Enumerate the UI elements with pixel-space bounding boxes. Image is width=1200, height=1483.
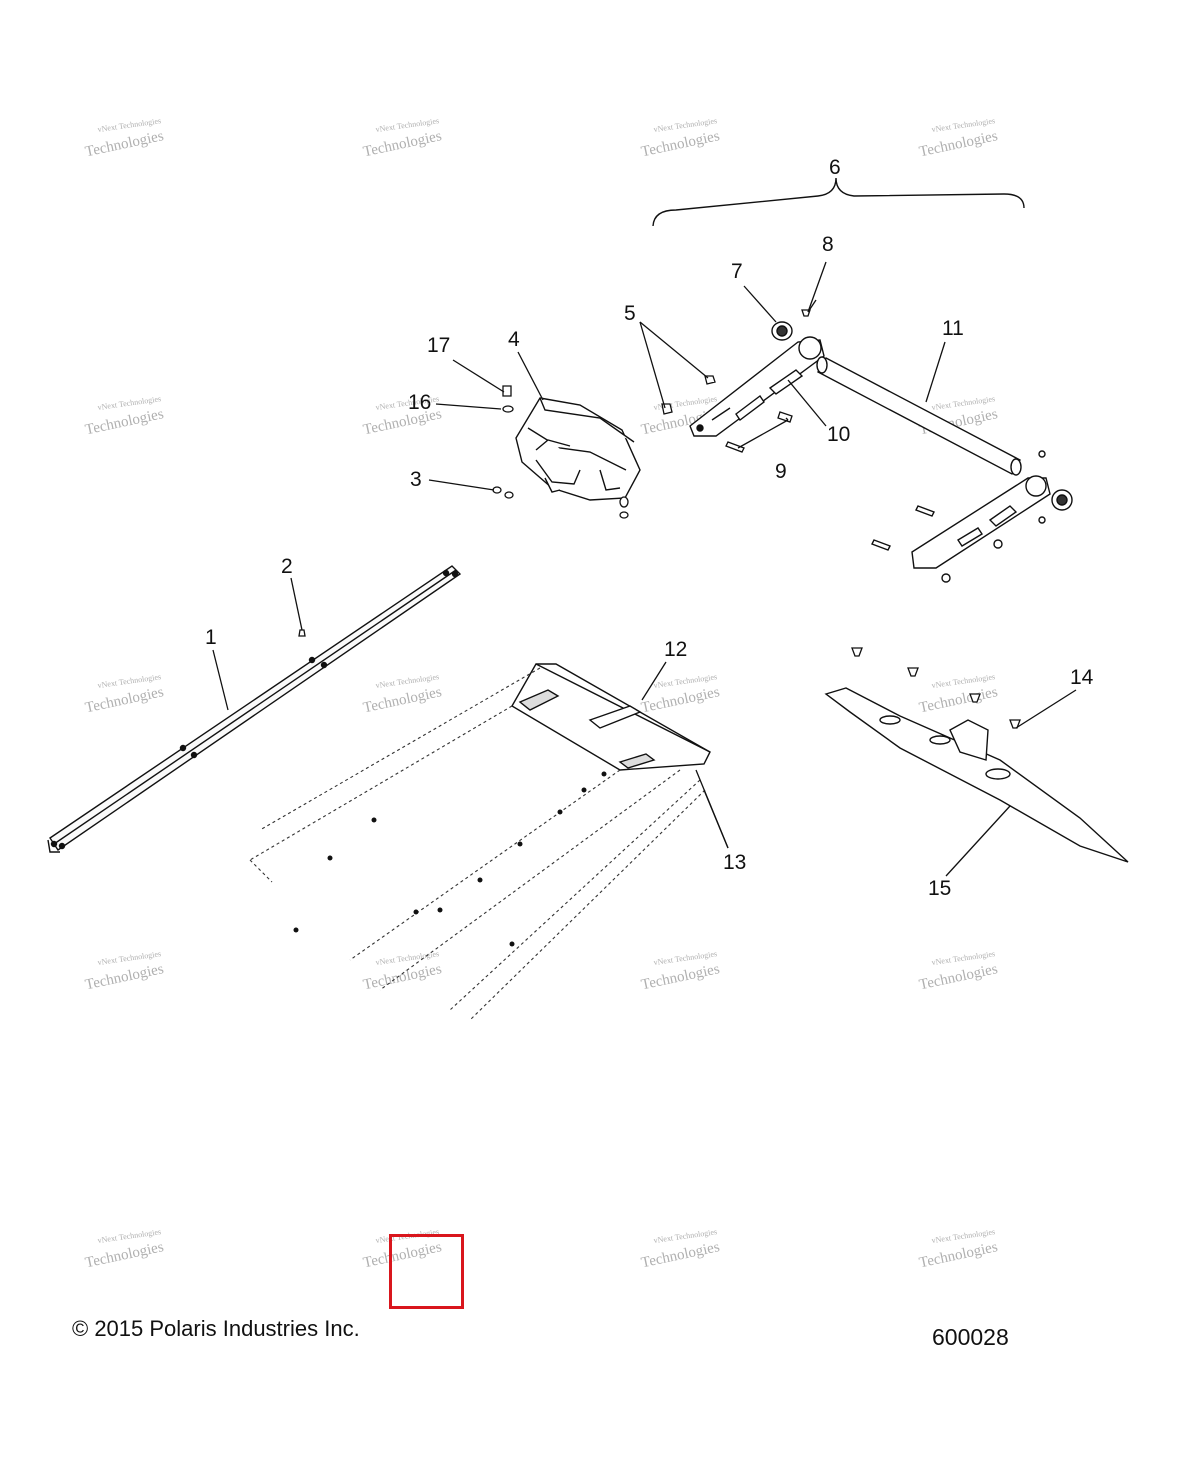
- watermark-text: Technologies: [84, 1239, 166, 1271]
- part-4-cover: [515, 397, 641, 501]
- figure-number: 600028: [932, 1324, 1009, 1350]
- watermark-text: Technologies: [918, 128, 1000, 160]
- watermark-text: Technologies: [84, 406, 166, 438]
- watermark-text: Technologies: [362, 128, 444, 160]
- callout-11: 11: [942, 317, 964, 340]
- callout-2: 2: [281, 555, 293, 578]
- part-7-bushing: [771, 321, 793, 341]
- watermark-text: Technologies: [640, 128, 722, 160]
- callout-10: 10: [827, 423, 850, 446]
- watermark-text: Technologies: [84, 961, 166, 993]
- callout-15: 15: [928, 877, 951, 900]
- watermark-text: Technologies: [362, 684, 444, 716]
- watermark-text: Technologies: [918, 1239, 1000, 1271]
- callout-8: 8: [822, 233, 834, 256]
- watermark-text: Technologies: [640, 684, 722, 716]
- copyright-text: © 2015 Polaris Industries Inc.: [72, 1316, 360, 1341]
- selection-box[interactable]: [389, 1234, 464, 1309]
- part-12-tunnel: [249, 667, 706, 1021]
- callout-5: 5: [624, 302, 636, 325]
- watermark-text: Technologies: [640, 1239, 722, 1271]
- part-10-arm: [689, 336, 825, 437]
- part-11-shaft: [816, 356, 1022, 476]
- leader-lines: [212, 261, 1077, 877]
- part-12-bracket: [511, 663, 711, 771]
- watermark-text: Technologies: [918, 961, 1000, 993]
- callout-16: 16: [408, 391, 431, 414]
- callout-numbers: 1 2 3 4 5 6 7 8 9 10 11 12 13 14 15 16 1…: [205, 156, 1094, 900]
- bracket-6: [652, 177, 1025, 227]
- part-10-arm-right: [871, 450, 1073, 583]
- part-13-rivets: [293, 771, 607, 947]
- callout-1: 1: [205, 626, 217, 649]
- part-14-screws: [851, 647, 1021, 729]
- part-15-flap: [824, 687, 1129, 863]
- callout-4: 4: [508, 328, 520, 351]
- callout-13: 13: [723, 851, 746, 874]
- callout-14: 14: [1070, 666, 1094, 689]
- part-2-screw: [298, 629, 306, 637]
- watermark-text: Technologies: [84, 128, 166, 160]
- callout-3: 3: [410, 468, 422, 491]
- watermark-text: Technologies: [918, 684, 1000, 716]
- callout-7: 7: [731, 260, 743, 283]
- watermark-text: Technologies: [84, 684, 166, 716]
- watermark-text: Technologies: [640, 961, 722, 993]
- callout-12: 12: [664, 638, 687, 661]
- callout-17: 17: [427, 334, 450, 357]
- part-9-bolts: [725, 411, 793, 453]
- callout-6: 6: [829, 156, 841, 179]
- part-1-rail: [47, 565, 462, 853]
- callout-9: 9: [775, 460, 787, 483]
- watermark-text: Technologies: [362, 961, 444, 993]
